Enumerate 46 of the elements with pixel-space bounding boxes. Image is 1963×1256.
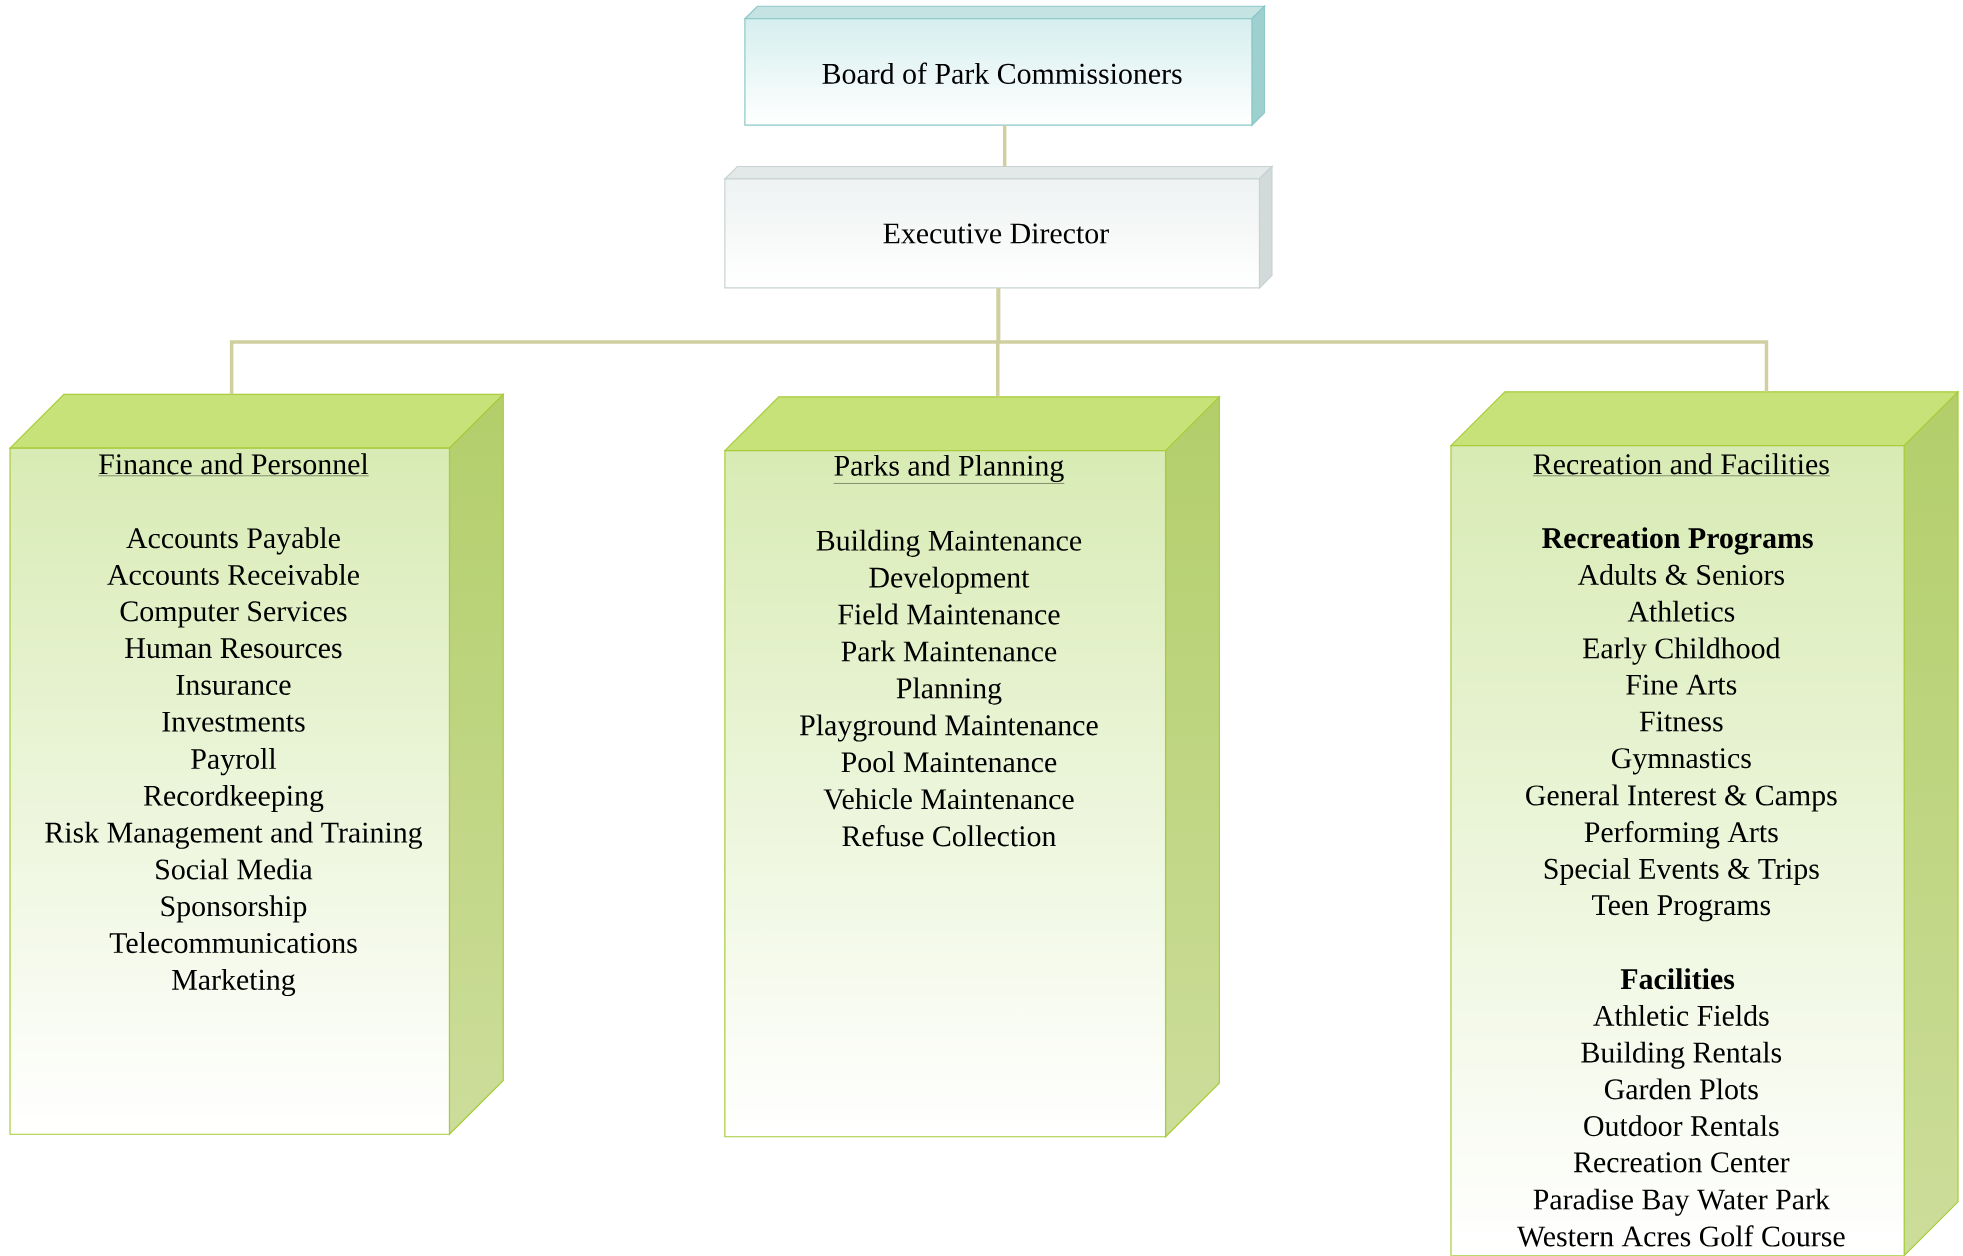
list-item: Telecommunications — [109, 932, 357, 954]
list-item: Adults & Seniors — [1577, 564, 1784, 586]
list-item: Paradise Bay Water Park — [1533, 1188, 1830, 1216]
box-heading: Finance and Personnel — [98, 453, 369, 477]
list-item: Accounts Payable — [126, 527, 340, 555]
list-item: Sponsorship — [161, 895, 307, 923]
list-item: Marketing — [172, 969, 296, 997]
list-item: Field Maintenance — [838, 603, 1060, 625]
list-item: Accounts Receivable — [107, 564, 359, 586]
list-item: Development — [869, 566, 1030, 594]
list-item: Western Acres Golf Course — [1517, 1225, 1845, 1247]
section-heading: Recreation Programs — [1542, 527, 1813, 555]
list-item: Recreation Center — [1573, 1152, 1790, 1173]
list-item: Athletic Fields — [1593, 1005, 1769, 1027]
list-item: Refuse Collection — [842, 825, 1056, 847]
list-item: Human Resources — [125, 638, 342, 659]
list-item: Pool Maintenance — [841, 751, 1057, 773]
list-item: Insurance — [176, 675, 291, 696]
list-item: Investments — [162, 712, 305, 732]
list-item: Social Media — [156, 858, 313, 880]
list-item: Fine Arts — [1626, 674, 1737, 695]
list-item: Fitness — [1639, 711, 1723, 732]
box-heading: Parks and Planning — [833, 455, 1065, 484]
section-heading: Facilities — [1620, 968, 1735, 990]
connector-line — [1002, 125, 1007, 167]
list-item: Early Childhood — [1583, 637, 1781, 665]
list-item: Special Events & Trips — [1544, 858, 1819, 886]
list-item: Building Maintenance — [816, 529, 1082, 558]
list-item: Performing Arts — [1584, 821, 1778, 849]
list-item: Computer Services — [120, 601, 347, 628]
list-item: Recordkeeping — [143, 785, 324, 813]
list-item: Athletics — [1627, 600, 1735, 622]
list-item: Payroll — [191, 748, 277, 776]
list-item: Playground Maintenance — [800, 714, 1098, 742]
list-item: Outdoor Rentals — [1584, 1115, 1779, 1137]
list-item: Teen Programs — [1592, 895, 1771, 922]
list-item: Risk Management and Training — [45, 821, 423, 850]
box-heading: Recreation and Facilities — [1532, 453, 1831, 477]
list-item: Planning — [896, 677, 1002, 705]
list-item: Park Maintenance — [841, 640, 1057, 662]
list-item: Garden Plots — [1604, 1078, 1758, 1100]
list-item: Gymnastics — [1612, 748, 1751, 775]
list-item: General Interest & Camps — [1526, 784, 1837, 812]
list-item: Vehicle Maintenance — [823, 788, 1074, 810]
connector-line — [996, 288, 1769, 392]
list-item: Building Rentals — [1581, 1041, 1782, 1069]
